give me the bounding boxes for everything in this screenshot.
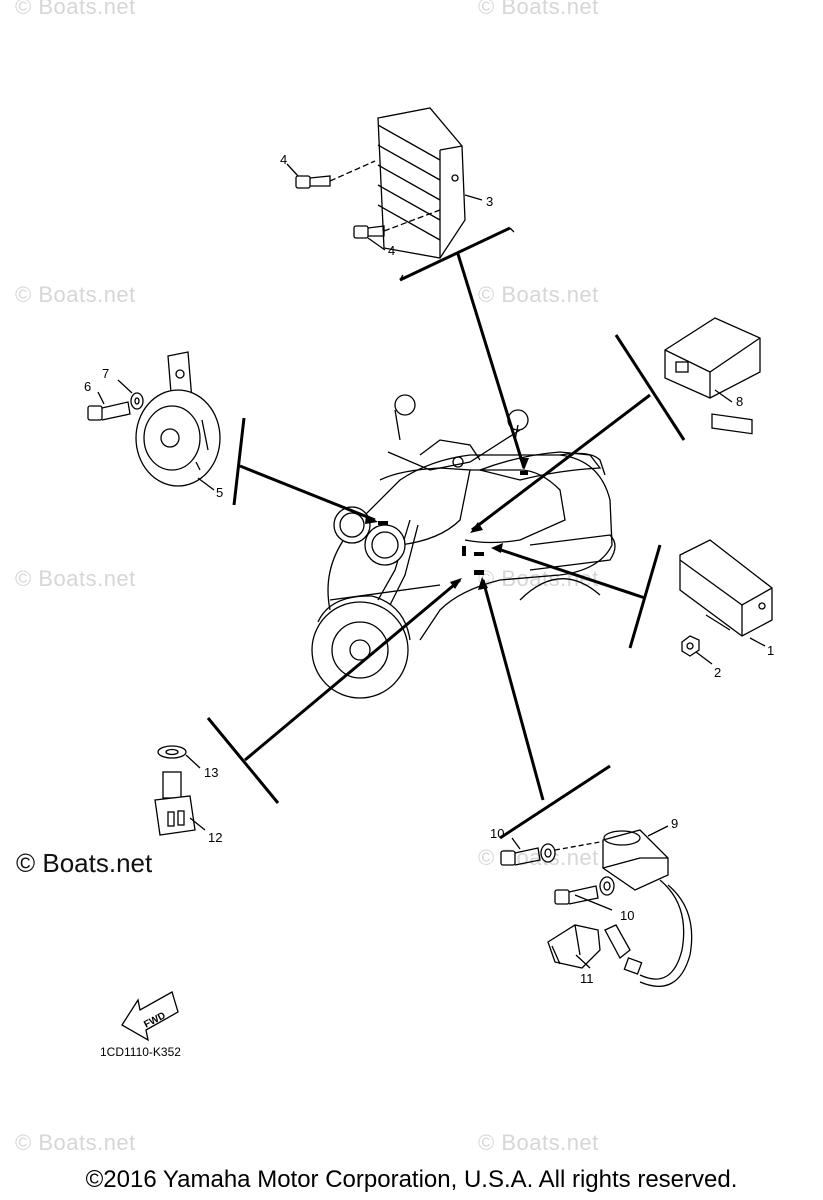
horn-part[interactable] (135, 351, 221, 487)
callout-4: 4 (388, 243, 395, 258)
watermark: © Boats.net (15, 1130, 136, 1155)
watermark-prominent: © Boats.net (16, 848, 153, 878)
callout-6: 6 (84, 379, 91, 394)
scooter-illustration (311, 394, 616, 699)
watermark: © Boats.net (478, 566, 599, 591)
callout-5: 5 (216, 485, 223, 500)
switch-part[interactable] (154, 771, 196, 836)
diagram-reference-code: 1CD1110-K352 (100, 1045, 181, 1059)
forward-arrow-icon: FWD (121, 991, 179, 1042)
bolt-part[interactable] (353, 209, 441, 239)
washer-part[interactable] (157, 745, 187, 759)
washer-part[interactable] (130, 392, 144, 410)
callout-11: 11 (580, 971, 594, 986)
watermark: © Boats.net (15, 0, 136, 19)
nut-part[interactable] (681, 635, 700, 657)
callout-12: 12 (208, 830, 222, 845)
washer-part[interactable] (599, 876, 615, 896)
callout-10: 10 (490, 826, 504, 841)
horn-bolt-part[interactable] (87, 401, 131, 421)
callout-10: 10 (620, 908, 634, 923)
bolt-part[interactable] (500, 847, 541, 866)
callout-4: 4 (280, 152, 287, 167)
watermark: © Boats.net (478, 282, 599, 307)
rectifier-regulator-part[interactable] (377, 107, 466, 259)
callout-8: 8 (736, 394, 743, 409)
copyright-notice: ©2016 Yamaha Motor Corporation, U.S.A. A… (85, 1166, 738, 1193)
callout-2: 2 (714, 665, 721, 680)
cdi-unit-part[interactable] (679, 539, 773, 637)
washer-part[interactable] (540, 843, 556, 863)
spark-plug-cap-part[interactable] (547, 924, 631, 969)
bolt-part[interactable] (295, 160, 376, 189)
watermark: © Boats.net (478, 1130, 599, 1155)
callout-1: 1 (767, 643, 774, 658)
callout-7: 7 (102, 366, 109, 381)
bolt-part[interactable] (554, 885, 599, 905)
watermark: © Boats.net (15, 566, 136, 591)
connector-part[interactable] (664, 317, 761, 435)
callout-13: 13 (204, 765, 218, 780)
watermark: © Boats.net (15, 282, 136, 307)
watermark: © Boats.net (478, 0, 599, 19)
callout-3: 3 (486, 194, 493, 209)
leader-lines (206, 226, 686, 840)
ignition-coil-part[interactable] (602, 829, 693, 987)
callout-9: 9 (671, 816, 678, 831)
